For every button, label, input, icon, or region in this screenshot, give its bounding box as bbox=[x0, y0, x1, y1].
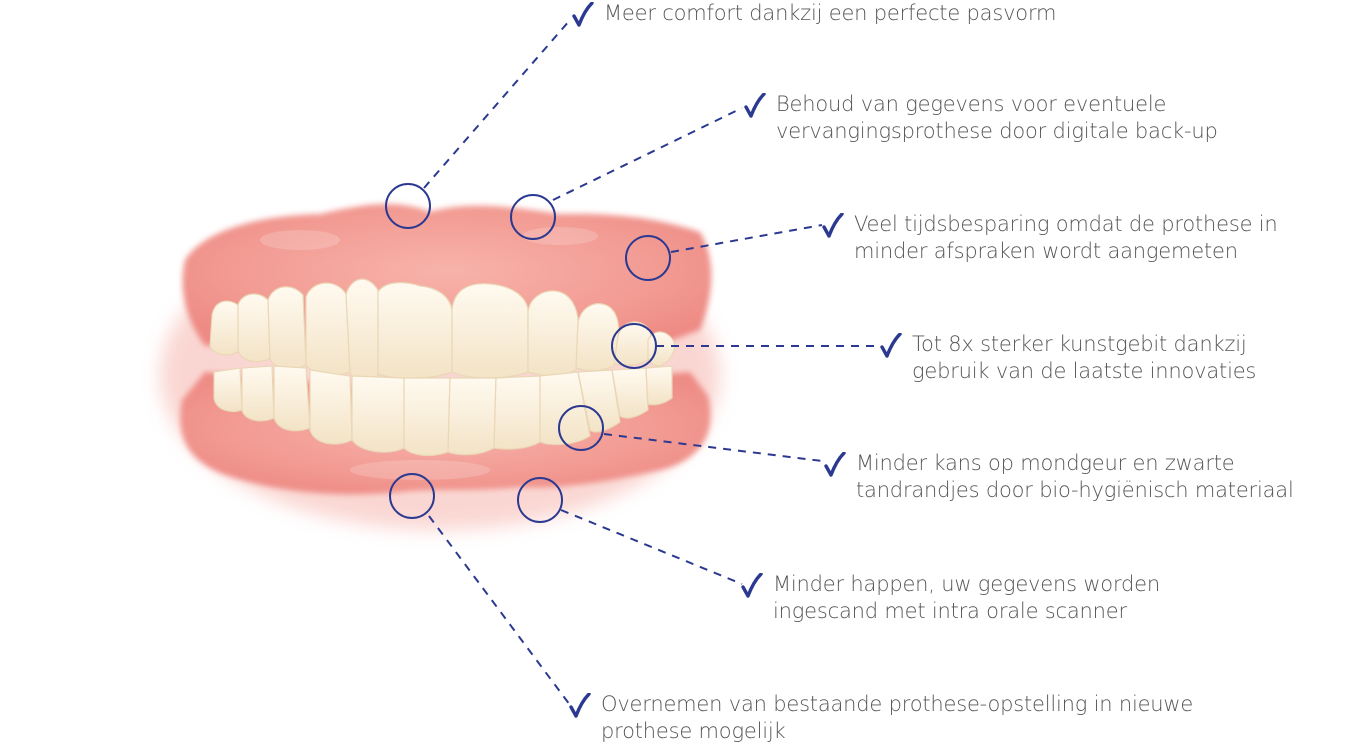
feature-text-hygiene: Minder kans op mondgeur en zwarte tandra… bbox=[856, 451, 1294, 502]
leader-line-setup bbox=[428, 515, 571, 706]
marker-circle-backup bbox=[510, 194, 556, 240]
checkmark-icon bbox=[741, 573, 763, 598]
feature-strength: Tot 8x sterker kunstgebit dankzij gebrui… bbox=[880, 331, 1256, 385]
leader-lines bbox=[423, 19, 880, 706]
lower-teeth bbox=[213, 365, 673, 457]
leader-line-time bbox=[670, 224, 823, 253]
marker-circle-scan bbox=[517, 477, 563, 523]
feature-text-setup: Overnemen van bestaande prothese-opstell… bbox=[601, 692, 1194, 743]
marker-circle-hygiene bbox=[558, 405, 604, 451]
feature-hygiene: Minder kans op mondgeur en zwarte tandra… bbox=[824, 450, 1294, 504]
leader-line-backup bbox=[552, 107, 743, 201]
marker-circle-comfort bbox=[385, 183, 431, 229]
marker-circles bbox=[385, 183, 671, 523]
marker-circle-time bbox=[625, 235, 671, 281]
feature-text-comfort: Meer comfort dankzij een perfecte pasvor… bbox=[604, 1, 1057, 25]
feature-text-backup: Behoud van gegevens voor eventuele verva… bbox=[776, 92, 1218, 143]
feature-text-strength: Tot 8x sterker kunstgebit dankzij gebrui… bbox=[912, 332, 1257, 383]
feature-time: Veel tijdsbesparing omdat de prothese in… bbox=[822, 211, 1278, 265]
checkmark-icon bbox=[569, 693, 591, 718]
marker-circle-setup bbox=[389, 473, 435, 519]
leader-line-scan bbox=[560, 509, 743, 585]
feature-comfort: Meer comfort dankzij een perfecte pasvor… bbox=[572, 0, 1056, 28]
gum-highlights bbox=[260, 227, 598, 480]
checkmark-icon bbox=[822, 213, 844, 238]
leader-line-comfort bbox=[423, 19, 571, 189]
checkmark-icon bbox=[824, 452, 846, 477]
checkmark-icon bbox=[572, 2, 594, 27]
upper-teeth bbox=[209, 278, 675, 379]
checkmark-icon bbox=[880, 333, 902, 358]
feature-text-scan: Minder happen, uw gegevens worden ingesc… bbox=[773, 572, 1160, 623]
leader-line-hygiene bbox=[603, 433, 823, 462]
feature-text-time: Veel tijdsbesparing omdat de prothese in… bbox=[854, 212, 1278, 263]
marker-circle-strength bbox=[611, 323, 657, 369]
checkmark-icon bbox=[744, 93, 766, 118]
feature-scan: Minder happen, uw gegevens worden ingesc… bbox=[741, 571, 1160, 625]
feature-setup: Overnemen van bestaande prothese-opstell… bbox=[569, 691, 1193, 745]
feature-backup: Behoud van gegevens voor eventuele verva… bbox=[744, 91, 1218, 145]
